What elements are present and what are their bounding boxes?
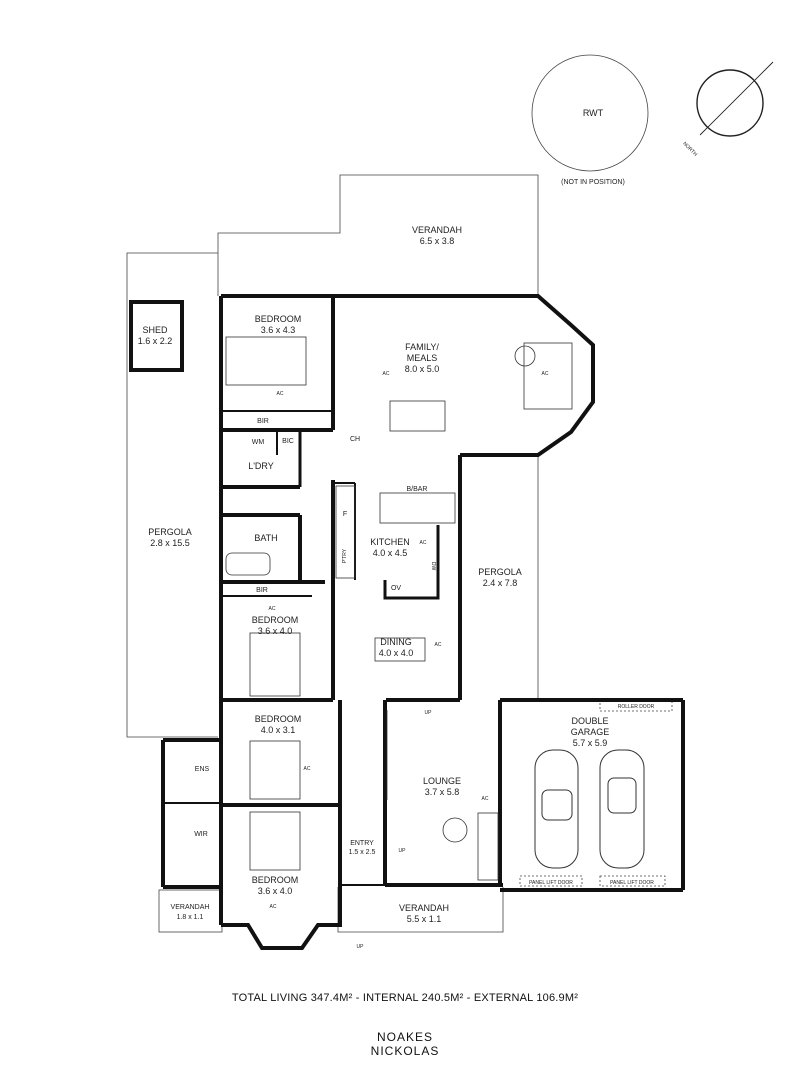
agency-name-line-2: NICKOLAS [370,1044,440,1058]
entry-size: 1.5 x 2.5 [349,849,376,856]
verandah-side-outline [158,889,223,933]
bedroom-3-size: 4.0 x 3.1 [261,725,296,735]
dining-size: 4.0 x 4.0 [379,648,414,658]
pergola-left-outline [126,252,218,738]
verandah-rear-size: 6.5 x 3.8 [420,236,455,246]
pergola-right-size: 2.4 x 7.8 [483,578,518,588]
entry-name: ENTRY [350,840,374,847]
north-compass-icon [696,69,764,137]
ac-marker: AC [542,371,549,377]
verandah-side-name: VERANDAH [171,904,210,911]
pergola-left-size: 2.8 x 15.5 [150,538,190,548]
ac-marker: AC [304,766,311,772]
ac-marker: AC [269,606,276,612]
bedroom-4-name: BEDROOM [252,875,299,885]
bedroom-1-name: BEDROOM [255,314,302,324]
garage-size: 5.7 x 5.9 [573,738,608,748]
fridge-label: F [343,511,347,518]
verandah-side-size: 1.8 x 1.1 [177,914,204,921]
garage-name-2: GARAGE [571,727,610,737]
north-arrow-icon [699,61,774,136]
lounge-name: LOUNGE [423,776,461,786]
ac-marker: AC [482,796,489,802]
panel-lift-door-left-label: PANEL LIFT DOOR [529,880,573,886]
dining-table-2 [374,637,426,662]
bedroom-2-name: BEDROOM [252,615,299,625]
kitchen-size: 4.0 x 4.5 [373,548,408,558]
verandah-front-name: VERANDAH [399,903,449,913]
kitchen-name: KITCHEN [370,537,410,547]
bed-4 [249,811,301,871]
garage-cars [534,749,645,869]
pergola-left-name: PERGOLA [148,527,192,537]
lounge-sofa [477,812,499,881]
kitchen-bench [379,492,456,524]
bathtub [225,552,271,576]
up-label-dining: UP [425,710,433,716]
agency-name: NOAKES NICKOLAS [0,1030,810,1058]
family-name: FAMILY/ [405,342,439,352]
bed-2 [249,632,301,697]
panel-lift-door-right [599,875,666,887]
panel-lift-door-right-label: PANEL LIFT DOOR [610,880,654,886]
bir-2-label: BIR [256,587,268,594]
rwt-label: RWT [583,108,604,118]
shed-walls [129,300,184,372]
dw-label: DW [430,562,436,571]
rwt-note: (NOT IN POSITION) [561,179,625,186]
pergola-right-name: PERGOLA [478,567,522,577]
verandah-rear-name: VERANDAH [412,225,462,235]
bic-label: BIC [282,438,294,445]
verandah-front-size: 5.5 x 1.1 [407,914,442,924]
bbar-label: B/BAR [406,486,427,493]
family-sofa [523,342,573,410]
rainwater-tank-outline [531,54,649,172]
bir-1-label: BIR [257,418,269,425]
walls [129,294,685,950]
total-area-summary: TOTAL LIVING 347.4M² - INTERNAL 240.5M² … [231,992,579,1004]
lounge-size: 3.7 x 5.8 [425,787,460,797]
ac-marker: AC [277,391,284,397]
bedroom-4-size: 3.6 x 4.0 [258,886,293,896]
car-right-icon [599,749,645,869]
roller-door-label: ROLLER DOOR [618,704,655,710]
agency-name-line-1: NOAKES [376,1030,433,1044]
north-label: NORTH [681,141,698,158]
dining-name: DINING [380,637,412,647]
bedroom-1-size: 3.6 x 4.3 [261,325,296,335]
wir-label: WIR [194,831,208,838]
family-name-2: MEALS [407,353,438,363]
up-label-entry: UP [399,848,407,854]
garage-name: DOUBLE [571,716,608,726]
bed-1 [225,336,307,386]
shed-size: 1.6 x 2.2 [138,336,173,346]
ac-marker: AC [435,642,442,648]
ac-marker: AC [270,904,277,910]
bath-label: BATH [254,533,277,543]
ac-marker: AC [383,371,390,377]
bedroom-3-name: BEDROOM [255,714,302,724]
pantry [335,485,356,579]
car-left-icon [534,749,579,869]
verandah-rear-outline [217,174,539,296]
family-size: 8.0 x 5.0 [405,364,440,374]
up-label-front: UP [357,944,365,950]
ldry-label: L'DRY [248,461,274,471]
floor-plan: RWT (NOT IN POSITION) NORTH VERANDAH 6.5… [126,54,774,950]
ensuite-label: ENS [195,766,210,773]
lounge-table [442,817,468,843]
dining-table-1 [389,400,446,432]
bedroom-2-size: 3.6 x 4.0 [258,626,293,636]
bed-3 [249,740,301,800]
shed-name: SHED [142,325,168,335]
oven-label: OV [391,585,401,592]
ac-marker: AC [420,540,427,546]
pantry-label: P'TRY [342,548,348,563]
ch-label: CH [350,436,360,443]
family-table [514,345,536,367]
wm-label: WM [252,439,265,446]
